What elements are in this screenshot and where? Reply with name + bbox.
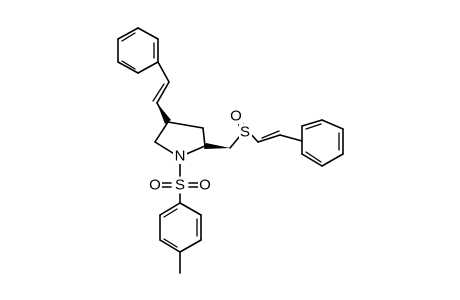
svg-text:O: O: [149, 177, 161, 194]
phenyl-ring-top: [117, 27, 159, 74]
svg-text:O: O: [230, 108, 242, 125]
stereo-wedge-c2: [204, 143, 230, 149]
atom-label-sulfonyl-oxygen-left: O: [148, 177, 162, 194]
svg-text:N: N: [175, 148, 186, 165]
tolyl-ring: [159, 202, 202, 253]
atom-label-sulfinyl-sulfur: S: [239, 124, 252, 141]
svg-text:O: O: [199, 177, 211, 194]
sulfonyl-group: [161, 163, 199, 204]
atom-label-nitrogen: N: [173, 148, 187, 165]
atom-label-sulfonyl-oxygen-right: O: [198, 177, 212, 194]
atom-label-sulfonyl-sulfur: S: [173, 177, 187, 194]
pyrrolidine-ring: [154, 121, 206, 156]
svg-text:S: S: [175, 177, 185, 194]
phenyl-ring-right: [301, 119, 344, 167]
atom-label-sulfinyl-oxygen: O: [229, 108, 243, 125]
svg-text:S: S: [240, 124, 250, 141]
stereo-wedge-c4: [157, 103, 171, 124]
